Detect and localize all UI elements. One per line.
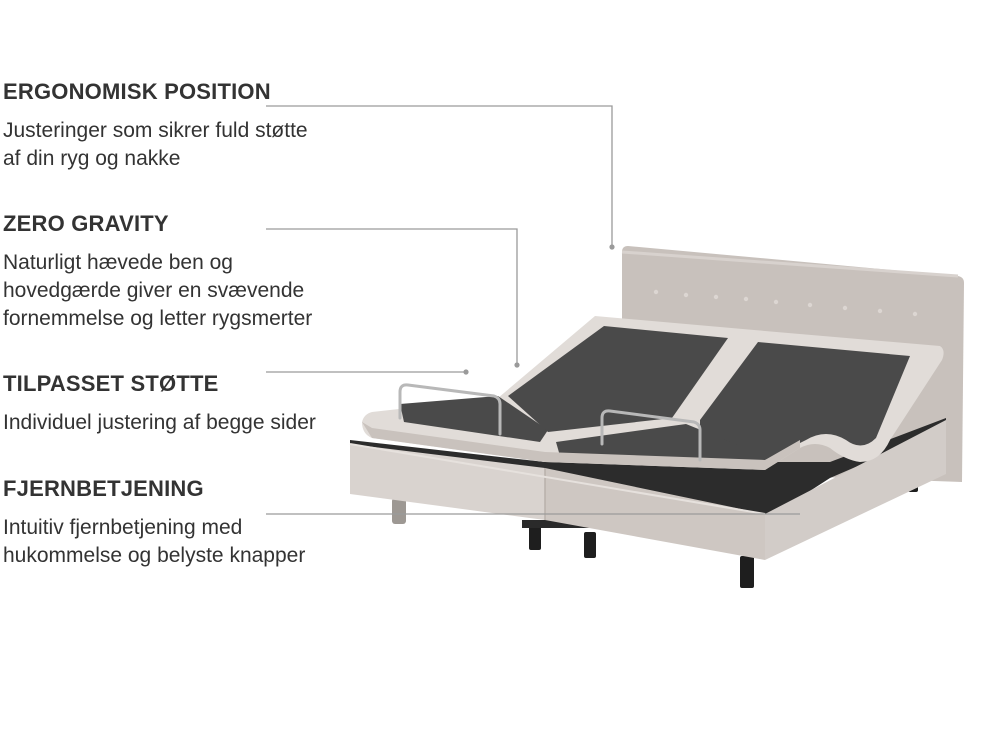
leader-dot-zero-gravity: [514, 362, 520, 368]
leader-lines: [266, 105, 800, 515]
adjustable-deck: [362, 316, 944, 470]
side-rails: [398, 383, 702, 462]
leader-dot-ergonomic: [609, 244, 615, 250]
feature-title: ERGONOMISK POSITION: [3, 79, 271, 104]
feature-zero-gravity: ZERO GRAVITY Naturligt hævede ben og hov…: [3, 211, 312, 333]
feature-description-line: Justeringer som sikrer fuld støtte: [3, 119, 308, 142]
feature-description-line: Individuel justering af begge sider: [3, 411, 316, 434]
feature-ergonomic-position: ERGONOMISK POSITION Justeringer som sikr…: [3, 79, 308, 173]
feature-remote-control: FJERNBETJENING Intuitiv fjernbetjening m…: [3, 476, 305, 570]
feature-description-line: Naturligt hævede ben og: [3, 251, 233, 274]
feature-custom-support: TILPASSET STØTTE Individuel justering af…: [3, 371, 316, 437]
feature-title: TILPASSET STØTTE: [3, 371, 219, 396]
leader-dot-support: [463, 369, 469, 375]
feature-description-line: af din ryg og nakke: [3, 147, 181, 170]
leader-line-ergonomic: [266, 105, 613, 246]
feature-description-line: hovedgærde giver en svævende: [3, 279, 305, 302]
feature-title: FJERNBETJENING: [3, 476, 204, 501]
feature-title: ZERO GRAVITY: [3, 211, 169, 236]
feature-description-line: hukommelse og belyste knapper: [3, 544, 306, 567]
feature-description-line: Intuitiv fjernbetjening med: [3, 516, 243, 539]
feature-description-line: fornemmelse og letter rygsmerter: [3, 307, 313, 330]
leader-line-zero-gravity: [266, 228, 518, 364]
